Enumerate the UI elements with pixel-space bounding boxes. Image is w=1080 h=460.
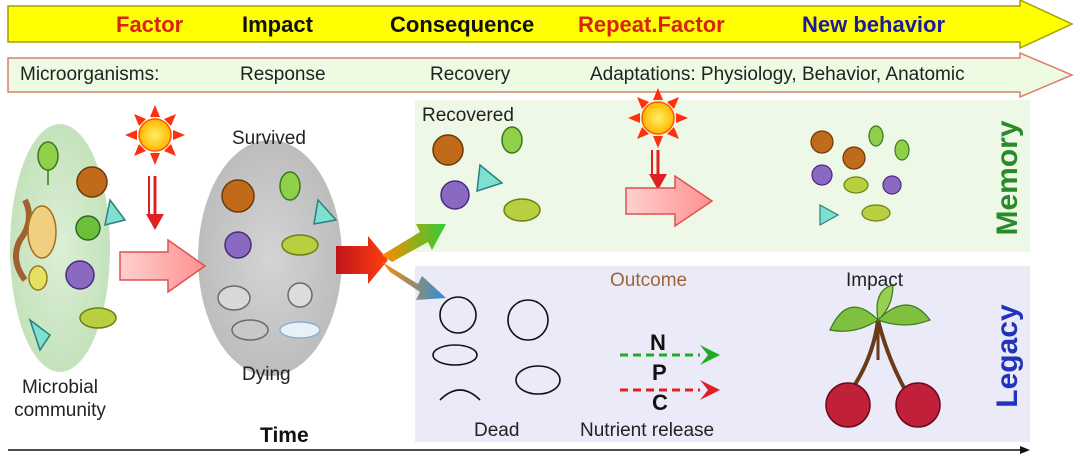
red-microbe-icons <box>825 382 941 428</box>
sun-icon <box>628 88 688 148</box>
stage-consequence: Consequence <box>390 12 535 37</box>
sun-icon <box>125 105 185 165</box>
stage-arrow-band <box>7 0 1074 50</box>
down-arrow-icon <box>146 176 164 230</box>
memory-panel <box>415 100 1030 252</box>
label-dying: Dying <box>242 364 291 385</box>
microbe-icons <box>217 171 338 341</box>
microbe-icons <box>13 141 127 352</box>
nutrient-arrows <box>620 345 720 400</box>
label-memory: Memory <box>991 120 1024 236</box>
stage-new-behavior: New behavior <box>802 12 946 37</box>
down-arrow-icon <box>649 150 667 190</box>
label-dead: Dead <box>474 420 520 441</box>
sub-adaptations: Adaptations: Physiology, Behavior, Anato… <box>590 64 965 85</box>
sub-microorganisms: Microorganisms: <box>20 64 160 85</box>
stage-factor: Factor <box>116 12 184 37</box>
stage-repeat-factor: Repeat.Factor <box>578 12 725 37</box>
microbe-icons <box>432 126 541 222</box>
process-arrow-band <box>7 51 1074 99</box>
label-survived: Survived <box>232 128 306 149</box>
blue-branch-arrow <box>382 262 446 300</box>
green-branch-arrow <box>382 224 446 262</box>
pink-right-arrow <box>119 238 207 294</box>
sub-response: Response <box>240 64 326 85</box>
label-microbial-community: Microbial community <box>14 377 106 421</box>
time-axis-arrowhead <box>1020 446 1030 454</box>
microbe-icons <box>810 125 910 227</box>
label-recovered: Recovered <box>422 105 514 126</box>
label-impact: Impact <box>846 270 904 291</box>
label-legacy: Legacy <box>991 304 1024 408</box>
label-c: C <box>652 390 668 415</box>
stage-impact: Impact <box>242 12 313 37</box>
label-outcome: Outcome <box>610 270 688 291</box>
red-split-arrow <box>336 236 388 284</box>
label-time: Time <box>260 424 309 447</box>
label-nutrient-release: Nutrient release <box>580 420 715 441</box>
pink-right-arrow <box>625 174 714 228</box>
label-n: N <box>650 330 666 355</box>
community-oval <box>10 124 110 372</box>
label-p: P <box>652 360 667 385</box>
dead-microbe-icons <box>432 296 561 401</box>
sub-recovery: Recovery <box>430 64 511 85</box>
survivors-oval <box>198 140 342 376</box>
